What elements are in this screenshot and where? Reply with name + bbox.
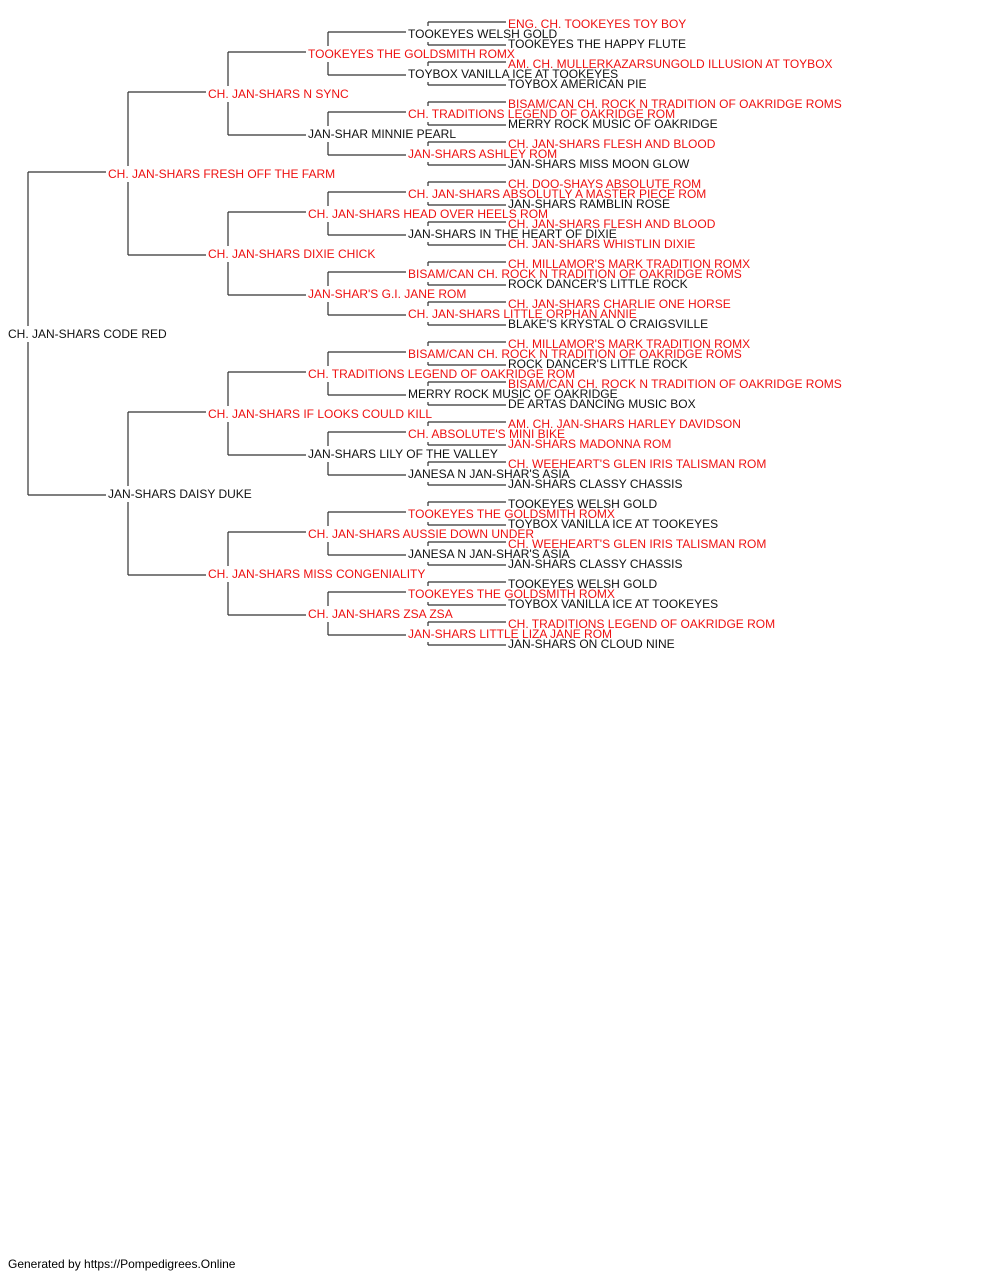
dog-name-dam-dam-sire-sire: TOOKEYES THE GOLDSMITH ROMX bbox=[408, 507, 615, 521]
dog-name-dam-sire-sire-dam-sire: BISAM/CAN CH. ROCK N TRADITION OF OAKRID… bbox=[508, 377, 842, 391]
dog-name-sire-sire-dam-dam-dam: JAN-SHARS MISS MOON GLOW bbox=[508, 157, 690, 171]
dog-name-dam: JAN-SHARS DAISY DUKE bbox=[108, 487, 252, 501]
dog-name-dam-dam-sire: CH. JAN-SHARS AUSSIE DOWN UNDER bbox=[308, 527, 534, 541]
dog-name-dam-dam-dam-sire: TOOKEYES THE GOLDSMITH ROMX bbox=[408, 587, 615, 601]
dog-name-sire-sire-dam-sire-sire: BISAM/CAN CH. ROCK N TRADITION OF OAKRID… bbox=[508, 97, 842, 111]
dog-name-dam-dam-dam: CH. JAN-SHARS ZSA ZSA bbox=[308, 607, 453, 621]
dog-name-sire-sire-dam-sire-dam: MERRY ROCK MUSIC OF OAKRIDGE bbox=[508, 117, 718, 131]
dog-name-dam-sire-sire-sire: BISAM/CAN CH. ROCK N TRADITION OF OAKRID… bbox=[408, 347, 742, 361]
dog-name-dam-sire-dam-sire-sire: AM. CH. JAN-SHARS HARLEY DAVIDSON bbox=[508, 417, 741, 431]
footer-credit: Generated by https://Pompedigrees.Online bbox=[8, 1257, 236, 1271]
dog-name-dam-sire-sire: CH. TRADITIONS LEGEND OF OAKRIDGE ROM bbox=[308, 367, 575, 381]
dog-name-dam-dam-sire-dam-dam: JAN-SHARS CLASSY CHASSIS bbox=[508, 557, 683, 571]
dog-name-sire-dam-sire-dam: JAN-SHARS IN THE HEART OF DIXIE bbox=[408, 227, 617, 241]
dog-name-sire-sire-sire-dam-dam: TOYBOX AMERICAN PIE bbox=[508, 77, 646, 91]
dog-name-sire-sire-sire: TOOKEYES THE GOLDSMITH ROMX bbox=[308, 47, 515, 61]
dog-name-sire-dam-dam-dam-dam: BLAKE'S KRYSTAL O CRAIGSVILLE bbox=[508, 317, 708, 331]
dog-name-sire: CH. JAN-SHARS FRESH OFF THE FARM bbox=[108, 167, 335, 181]
dog-name-sire-dam-dam-dam-sire: CH. JAN-SHARS CHARLIE ONE HORSE bbox=[508, 297, 731, 311]
dog-name-sire-sire: CH. JAN-SHARS N SYNC bbox=[208, 87, 349, 101]
dog-name-sire-dam: CH. JAN-SHARS DIXIE CHICK bbox=[208, 247, 375, 261]
dog-name-dam-dam-sire-dam: JANESA N JAN-SHAR'S ASIA bbox=[408, 547, 570, 561]
dog-name-sire-sire-dam-dam: JAN-SHARS ASHLEY ROM bbox=[408, 147, 557, 161]
dog-name-dam-sire-dam-dam: JANESA N JAN-SHAR'S ASIA bbox=[408, 467, 570, 481]
dog-name-sire-sire-sire-dam-sire: AM. CH. MULLERKAZARSUNGOLD ILLUSION AT T… bbox=[508, 57, 833, 71]
dog-name-sire-dam-dam-sire: BISAM/CAN CH. ROCK N TRADITION OF OAKRID… bbox=[408, 267, 742, 281]
dog-name-sire-sire-sire-sire-sire: ENG. CH. TOOKEYES TOY BOY bbox=[508, 17, 686, 31]
dog-name-dam-dam-dam-sire-sire: TOOKEYES WELSH GOLD bbox=[508, 577, 657, 591]
dog-name-dam-sire-dam: JAN-SHARS LILY OF THE VALLEY bbox=[308, 447, 498, 461]
dog-name-subject: CH. JAN-SHARS CODE RED bbox=[8, 327, 167, 341]
dog-name-dam-dam: CH. JAN-SHARS MISS CONGENIALITY bbox=[208, 567, 425, 581]
dog-name-sire-sire-sire-sire-dam: TOOKEYES THE HAPPY FLUTE bbox=[508, 37, 686, 51]
dog-name-dam-dam-sire-sire-dam: TOYBOX VANILLA ICE AT TOOKEYES bbox=[508, 517, 718, 531]
dog-name-dam-sire-dam-dam-dam: JAN-SHARS CLASSY CHASSIS bbox=[508, 477, 683, 491]
dog-name-sire-sire-sire-dam: TOYBOX VANILLA ICE AT TOOKEYES bbox=[408, 67, 618, 81]
dog-name-dam-dam-sire-dam-sire: CH. WEEHEART'S GLEN IRIS TALISMAN ROM bbox=[508, 537, 766, 551]
dog-name-dam-dam-dam-dam: JAN-SHARS LITTLE LIZA JANE ROM bbox=[408, 627, 612, 641]
dog-name-sire-dam-dam-dam: CH. JAN-SHARS LITTLE ORPHAN ANNIE bbox=[408, 307, 637, 321]
dog-name-dam-dam-sire-sire-sire: TOOKEYES WELSH GOLD bbox=[508, 497, 657, 511]
dog-name-dam-sire-sire-dam: MERRY ROCK MUSIC OF OAKRIDGE bbox=[408, 387, 618, 401]
dog-name-dam-sire: CH. JAN-SHARS IF LOOKS COULD KILL bbox=[208, 407, 432, 421]
dog-name-sire-dam-sire-dam-sire: CH. JAN-SHARS FLESH AND BLOOD bbox=[508, 217, 716, 231]
dog-name-sire-dam-sire: CH. JAN-SHARS HEAD OVER HEELS ROM bbox=[308, 207, 548, 221]
dog-name-sire-dam-dam-sire-dam: ROCK DANCER'S LITTLE ROCK bbox=[508, 277, 688, 291]
dog-name-sire-sire-sire-sire: TOOKEYES WELSH GOLD bbox=[408, 27, 557, 41]
dog-name-dam-sire-sire-sire-sire: CH. MILLAMOR'S MARK TRADITION ROMX bbox=[508, 337, 750, 351]
dog-name-dam-sire-sire-sire-dam: ROCK DANCER'S LITTLE ROCK bbox=[508, 357, 688, 371]
dog-name-sire-dam-dam-sire-sire: CH. MILLAMOR'S MARK TRADITION ROMX bbox=[508, 257, 750, 271]
dog-name-sire-sire-dam-sire: CH. TRADITIONS LEGEND OF OAKRIDGE ROM bbox=[408, 107, 675, 121]
dog-name-sire-dam-dam: JAN-SHAR'S G.I. JANE ROM bbox=[308, 287, 466, 301]
dog-name-sire-dam-sire-sire: CH. JAN-SHARS ABSOLUTLY A MASTER PIECE R… bbox=[408, 187, 706, 201]
dog-name-sire-dam-sire-sire-sire: CH. DOO-SHAYS ABSOLUTE ROM bbox=[508, 177, 701, 191]
dog-name-dam-sire-dam-sire: CH. ABSOLUTE'S MINI BIKE bbox=[408, 427, 565, 441]
dog-name-sire-dam-sire-dam-dam: CH. JAN-SHARS WHISTLIN DIXIE bbox=[508, 237, 695, 251]
dog-name-sire-sire-dam: JAN-SHAR MINNIE PEARL bbox=[308, 127, 456, 141]
dog-name-dam-dam-dam-dam-sire: CH. TRADITIONS LEGEND OF OAKRIDGE ROM bbox=[508, 617, 775, 631]
dog-name-dam-dam-dam-sire-dam: TOYBOX VANILLA ICE AT TOOKEYES bbox=[508, 597, 718, 611]
pedigree-tree: CH. JAN-SHARS CODE RED CH. JAN-SHARS FRES… bbox=[8, 17, 842, 651]
dog-name-sire-sire-dam-dam-sire: CH. JAN-SHARS FLESH AND BLOOD bbox=[508, 137, 716, 151]
dog-name-dam-sire-dam-dam-sire: CH. WEEHEART'S GLEN IRIS TALISMAN ROM bbox=[508, 457, 766, 471]
dog-name-sire-dam-sire-sire-dam: JAN-SHARS RAMBLIN ROSE bbox=[508, 197, 670, 211]
dog-name-dam-dam-dam-dam-dam: JAN-SHARS ON CLOUD NINE bbox=[508, 637, 675, 651]
dog-name-dam-sire-sire-dam-dam: DE ARTAS DANCING MUSIC BOX bbox=[508, 397, 696, 411]
dog-name-dam-sire-dam-sire-dam: JAN-SHARS MADONNA ROM bbox=[508, 437, 671, 451]
